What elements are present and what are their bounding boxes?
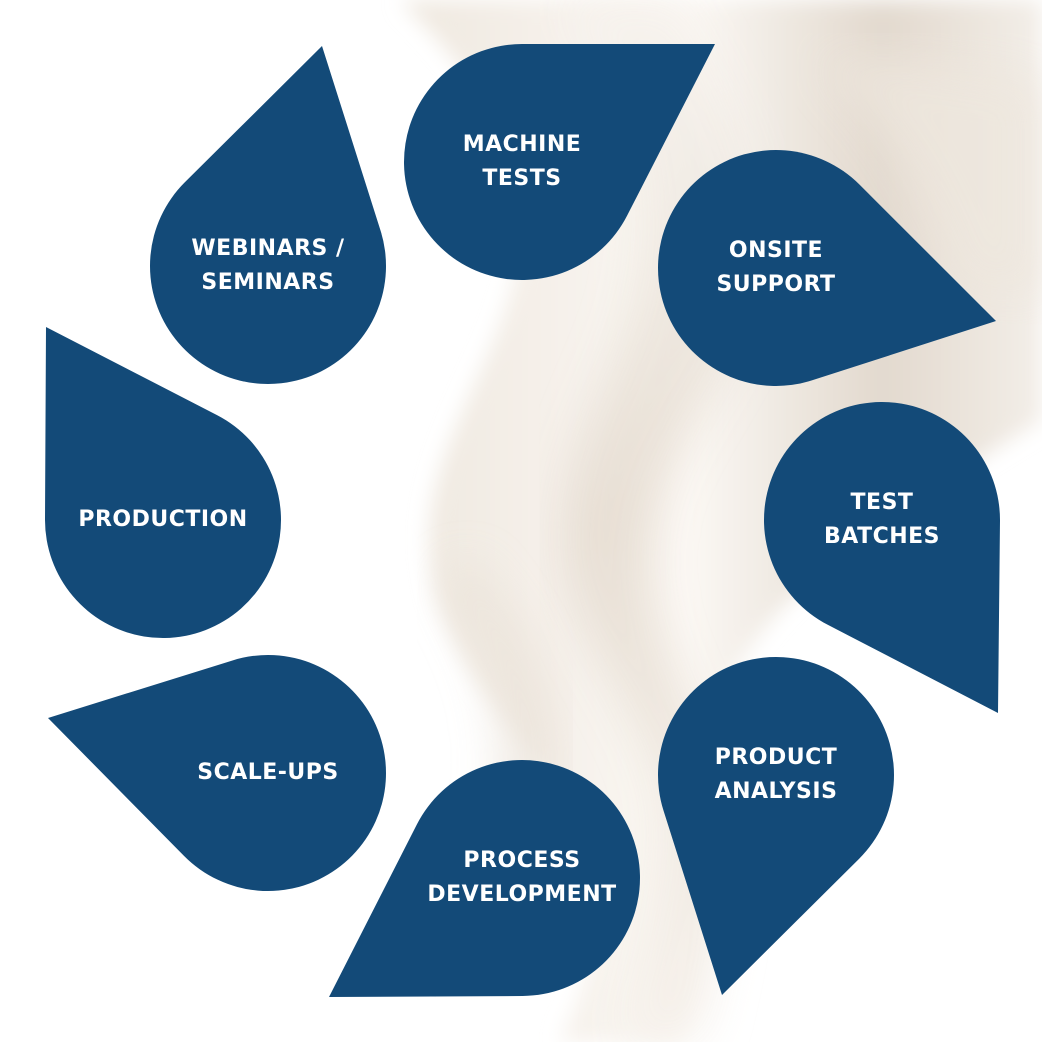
teardrop-production bbox=[44, 327, 281, 639]
teardrop-onsite-support bbox=[658, 150, 996, 387]
teardrop-test-batches bbox=[763, 401, 1000, 713]
teardrop-webinars-seminars bbox=[150, 46, 387, 384]
teardrop-product-analysis bbox=[657, 657, 894, 995]
teardrop-scale-ups bbox=[48, 655, 386, 892]
teardrop-process-development bbox=[329, 760, 640, 997]
teardrop-machine-tests bbox=[404, 44, 715, 280]
